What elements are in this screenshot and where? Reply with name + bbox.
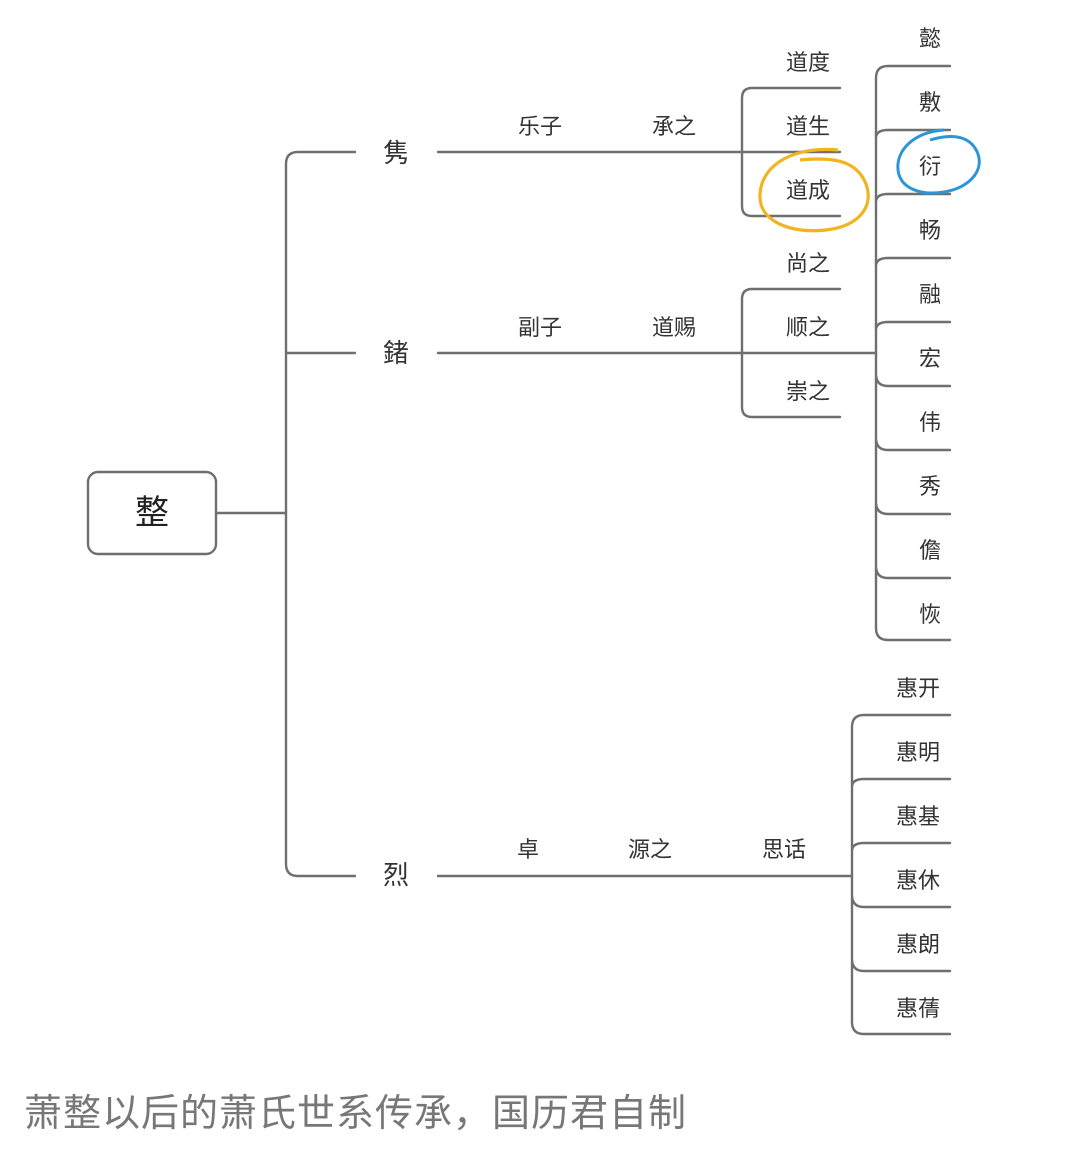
grandchild-node-huiqian: 惠蒨 xyxy=(896,997,940,1022)
family-tree-diagram: 整 隽 鍺 烈 乐子 承之 道度 道生 道成 副子 道赐 尚之 顺之 崇之 懿 … xyxy=(86,27,981,1036)
grandchild-node-hong: 宏 xyxy=(919,347,941,372)
child-node-chongzhi: 崇之 xyxy=(786,380,830,405)
grandchild-node-chang: 畅 xyxy=(919,219,941,244)
orange-highlight-circle xyxy=(758,147,870,233)
grandchild-node-dan: 儋 xyxy=(919,539,941,564)
grandchild-node-yi: 懿 xyxy=(919,27,941,52)
blue-highlight-circle xyxy=(896,128,981,195)
grandchild-node-hui: 恢 xyxy=(919,603,941,628)
diagram-caption: 萧整以后的萧氏世系传承，国历君自制 xyxy=(24,1091,688,1135)
gen1-node-jun: 隽 xyxy=(383,139,409,169)
chain-node-chengzhi: 承之 xyxy=(652,115,696,140)
grandchild-node-huixiu: 惠休 xyxy=(896,869,940,894)
root-node-label: 整 xyxy=(135,493,169,533)
child-node-shunzhi: 顺之 xyxy=(786,316,830,341)
chain-node-yuanzhi: 源之 xyxy=(628,838,672,863)
gen1-node-lie: 烈 xyxy=(383,861,409,891)
shangzhi-bracket xyxy=(740,287,842,419)
grandchild-node-huiming: 惠明 xyxy=(896,741,940,766)
child-node-shangzhi: 尚之 xyxy=(786,252,830,277)
grandchild-node-huiji: 惠基 xyxy=(896,805,940,830)
root-connector xyxy=(214,150,357,878)
chain-node-lezi: 乐子 xyxy=(518,115,562,140)
child-node-daosheng: 道生 xyxy=(786,115,830,140)
grandchild-node-yan: 衍 xyxy=(919,155,941,180)
chain-node-fuzi: 副子 xyxy=(518,316,562,341)
chain-node-zhuo: 卓 xyxy=(517,838,539,863)
chain-node-sihua: 思话 xyxy=(762,838,806,863)
sihua-children-bracket xyxy=(850,713,952,1036)
grandchild-node-wei: 伟 xyxy=(919,411,941,436)
shunzhi-children-bracket xyxy=(874,64,952,642)
chain-node-daoci: 道赐 xyxy=(652,316,696,341)
grandchild-node-fu: 敷 xyxy=(919,91,941,116)
grandchild-node-huikai: 惠开 xyxy=(896,677,940,702)
child-node-daodu: 道度 xyxy=(786,51,830,76)
grandchild-node-xiu: 秀 xyxy=(919,475,941,500)
gen1-node-zhe: 鍺 xyxy=(383,339,409,369)
daodu-bracket xyxy=(740,86,842,218)
grandchild-node-rong: 融 xyxy=(919,283,941,308)
child-node-daocheng: 道成 xyxy=(786,179,830,204)
grandchild-node-huilang: 惠朗 xyxy=(896,933,940,958)
